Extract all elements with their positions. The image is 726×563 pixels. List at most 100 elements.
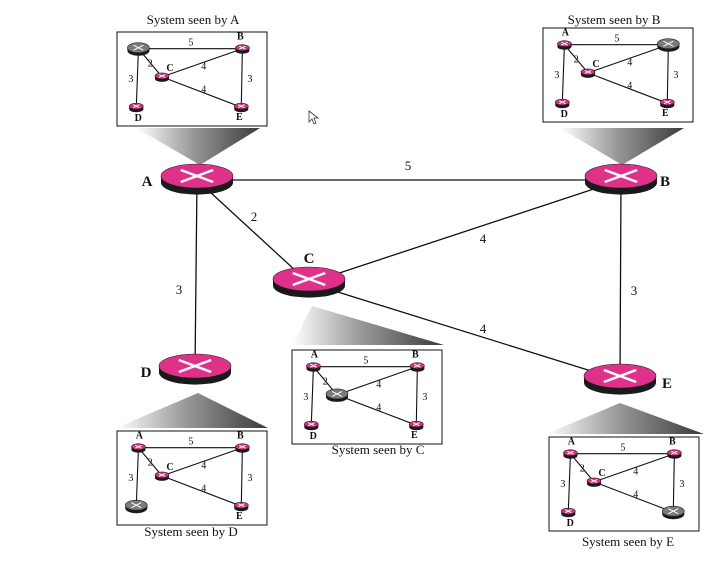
router-b	[584, 163, 658, 195]
mini-router-label: E	[236, 511, 243, 522]
router-label: C	[304, 251, 315, 267]
mini-router-label: A	[311, 350, 319, 361]
mouse-cursor-icon	[308, 110, 320, 125]
mini-link	[567, 453, 571, 513]
mini-router-label: E	[662, 108, 669, 119]
view-caption: System seen by E	[582, 534, 674, 549]
link-weight: 2	[251, 209, 258, 224]
mini-link-weight: 4	[376, 380, 381, 391]
mini-router-label: D	[310, 431, 317, 442]
mini-link	[161, 48, 243, 78]
mini-link-weight: 4	[201, 62, 206, 73]
mini-router-self	[657, 38, 680, 52]
mini-router	[233, 102, 249, 113]
mini-router-self	[325, 388, 349, 402]
mini-link	[135, 447, 139, 507]
mini-router-label: C	[598, 468, 605, 479]
mini-link	[593, 453, 675, 483]
link-a-d	[194, 179, 198, 371]
mini-router	[131, 443, 146, 453]
mini-link-weight: 2	[574, 54, 579, 65]
mini-router-label: C	[166, 63, 173, 74]
link-c-b	[308, 179, 622, 284]
link-b-e	[619, 179, 622, 381]
mini-link	[666, 44, 669, 104]
link-weight: 3	[631, 283, 638, 298]
mini-router	[586, 477, 602, 487]
mini-link	[336, 394, 417, 426]
cone-d	[116, 393, 268, 428]
router-c	[272, 266, 346, 298]
mini-link	[561, 44, 565, 104]
router-label: E	[662, 376, 672, 392]
mini-link	[587, 44, 669, 74]
mini-link-weight: 5	[188, 38, 193, 49]
link-c-e	[308, 282, 621, 381]
mini-link-weight: 2	[148, 457, 153, 468]
mini-router-label: A	[562, 28, 570, 39]
mini-link-weight: 3	[554, 70, 559, 81]
mini-link	[161, 475, 242, 507]
view-caption: System seen by B	[568, 12, 661, 27]
mini-router	[563, 449, 578, 459]
mini-link-weight: 5	[620, 443, 625, 454]
mini-router	[235, 44, 250, 54]
mini-link-weight: 4	[201, 461, 206, 472]
mini-router	[233, 501, 249, 512]
mini-router-label: E	[411, 430, 418, 441]
mini-link-weight: 3	[247, 473, 252, 484]
mini-link-weight: 2	[323, 376, 328, 387]
mini-link	[593, 481, 674, 513]
mini-link-weight: 4	[633, 467, 638, 478]
mini-link-weight: 5	[363, 356, 368, 367]
mini-router	[128, 102, 144, 113]
mini-router-label: E	[236, 112, 243, 123]
mini-router-label: B	[669, 437, 676, 448]
mini-router-label: B	[237, 431, 244, 442]
mini-link	[240, 48, 243, 108]
mini-link-weight: 4	[201, 484, 206, 495]
cone-c	[292, 306, 444, 345]
mini-router	[667, 449, 682, 459]
view-caption: System seen by C	[332, 442, 425, 457]
mini-link-weight: 2	[148, 58, 153, 69]
mini-router	[557, 40, 572, 50]
mini-link-weight: 3	[128, 74, 133, 85]
mini-link	[310, 366, 314, 426]
mini-router	[154, 72, 170, 82]
router-a	[160, 163, 234, 195]
mini-link-weight: 3	[247, 74, 252, 85]
link-weight: 5	[405, 158, 412, 173]
mini-router-label: C	[592, 59, 599, 70]
mini-router-self	[661, 505, 685, 520]
mini-router	[560, 507, 576, 518]
mini-router-label: B	[237, 32, 244, 43]
router-label: A	[142, 174, 153, 190]
mini-link-weight: 4	[633, 490, 638, 501]
link-weight: 4	[480, 321, 487, 336]
mini-router-label: D	[567, 518, 574, 529]
mini-link	[135, 48, 139, 108]
router-label: B	[660, 174, 670, 190]
router-d	[158, 353, 232, 385]
mini-router	[580, 68, 596, 78]
view-caption: System seen by D	[144, 524, 238, 539]
link-a-c	[196, 179, 310, 284]
mini-link-weight: 4	[627, 81, 632, 92]
cone-a	[136, 128, 260, 165]
router-e	[583, 363, 657, 395]
mini-router-label: C	[166, 462, 173, 473]
router-label: D	[141, 365, 152, 381]
mini-link	[672, 453, 675, 513]
view-cones	[116, 128, 704, 434]
mini-link	[336, 366, 418, 396]
mini-link	[564, 44, 589, 74]
mini-router	[408, 420, 424, 431]
